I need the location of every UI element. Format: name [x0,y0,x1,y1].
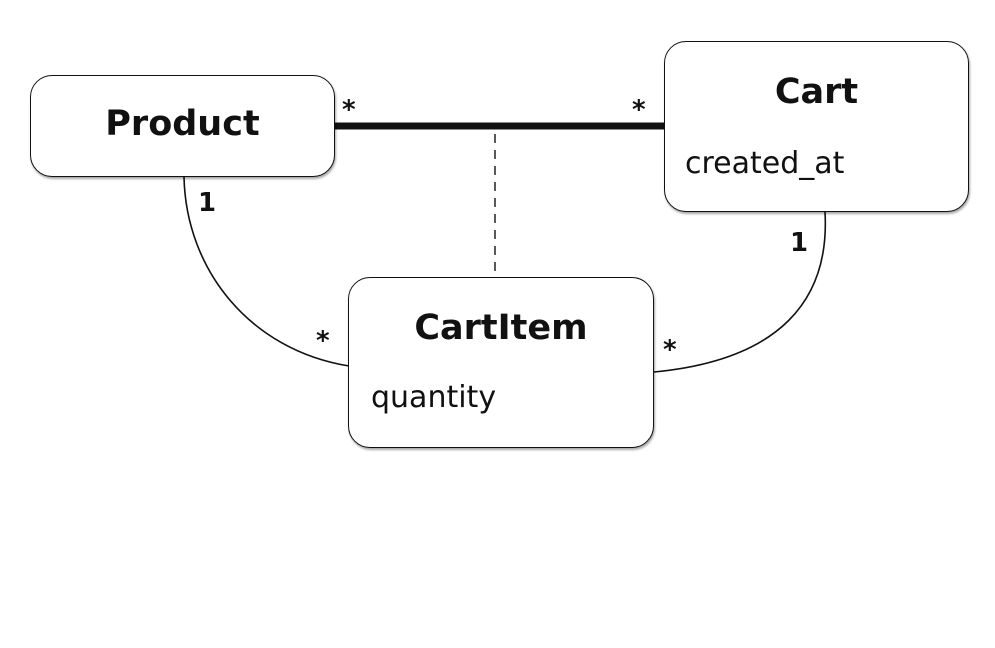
product-class-box[interactable]: Product [30,75,335,177]
cart-attribute-created-at: created_at [685,146,845,181]
cart-cartitem-association-line [653,211,827,373]
multiplicity-product-cartitem-cartitem-end: * [316,326,330,356]
multiplicity-cart-cartitem-cart-end: 1 [790,228,809,258]
cartitem-attribute-quantity: quantity [371,380,497,415]
cart-class-name: Cart [774,72,859,112]
multiplicity-product-cartitem-product-end: 1 [198,188,217,218]
multiplicity-product-cart-cart-end: * [632,95,646,125]
multiplicity-cart-cartitem-cartitem-end: * [663,335,677,365]
cartitem-class-box[interactable]: CartItem quantity [348,277,654,448]
product-class-name: Product [105,104,260,144]
multiplicity-product-cart-product-end: * [342,95,356,125]
cartitem-class-name: CartItem [414,308,588,348]
cart-class-box[interactable]: Cart created_at [664,41,969,212]
product-cartitem-association-line [183,176,350,367]
